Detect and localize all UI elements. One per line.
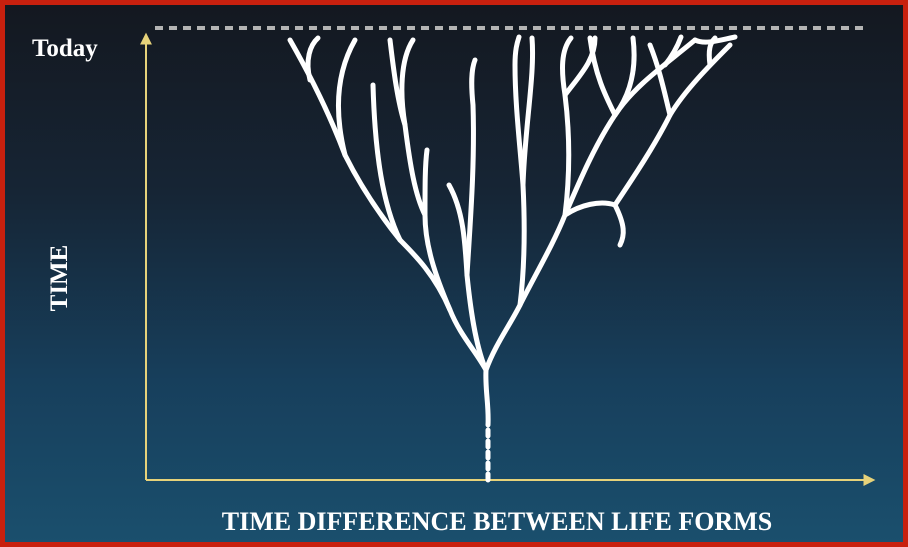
y-axis-label: TIME	[46, 245, 74, 312]
today-label: Today	[32, 35, 98, 63]
x-axis-label: TIME DIFFERENCE BETWEEN LIFE FORMS	[222, 507, 772, 537]
evolution-tree-diagram	[5, 5, 903, 542]
branching-tree	[290, 37, 735, 480]
tree-trunk	[486, 370, 488, 425]
